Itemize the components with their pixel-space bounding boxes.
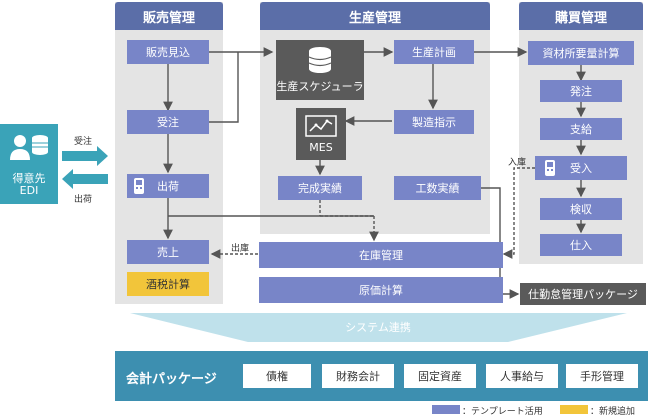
- legend-new-label: ：新規追加: [590, 407, 636, 417]
- mrp-box[interactable]: 資材所要量計算: [528, 41, 634, 65]
- purchase-order-box[interactable]: 発注: [540, 80, 622, 102]
- scheduler-label: 生産スケジューラ: [276, 80, 364, 93]
- out-label: 出庫: [231, 244, 250, 254]
- accounting-title: 会計パッケージ: [126, 372, 217, 387]
- inspection-box[interactable]: 検収: [540, 198, 622, 220]
- production-plan-box[interactable]: 生産計画: [394, 40, 474, 64]
- partner-edi: 得意先 EDI: [0, 124, 58, 204]
- shipment-label: 出荷: [157, 180, 179, 193]
- customer-icon: [10, 135, 48, 160]
- handheld-icon: [134, 178, 144, 194]
- purchase-header: 購買管理: [519, 2, 643, 30]
- shipment-box[interactable]: 出荷: [127, 174, 209, 198]
- receive-box[interactable]: 受入: [535, 156, 627, 180]
- payable-box[interactable]: 仕入: [540, 234, 622, 256]
- scheduler-box[interactable]: 生産スケジューラ: [276, 40, 364, 100]
- legend-template-label: ：テンプレート活用: [462, 407, 543, 417]
- module-financial[interactable]: 財務会計: [322, 364, 394, 388]
- order-in-label: 受注: [74, 137, 93, 147]
- mes-box[interactable]: MES: [296, 108, 346, 160]
- receive-label: 受入: [570, 162, 592, 175]
- ship-out-label: 出荷: [74, 195, 93, 205]
- supply-box[interactable]: 支給: [540, 118, 622, 140]
- module-fixed-assets[interactable]: 固定資産: [404, 364, 476, 388]
- sales-order-box[interactable]: 受注: [127, 110, 209, 134]
- manufacturing-instruction-box[interactable]: 製造指示: [394, 110, 474, 134]
- in-label: 入庫: [508, 158, 527, 168]
- handheld-icon: [545, 160, 555, 176]
- sales-forecast-box[interactable]: 販売見込: [127, 40, 209, 64]
- module-receivables[interactable]: 債権: [243, 364, 311, 388]
- monitor-chart-icon: [305, 114, 337, 137]
- costing-box[interactable]: 原価計算: [259, 277, 503, 303]
- mes-label: MES: [309, 140, 333, 154]
- liquor-tax-box[interactable]: 酒税計算: [127, 272, 209, 296]
- production-header: 生産管理: [260, 2, 490, 30]
- legend-new-swatch: [560, 405, 588, 414]
- sales-header: 販売管理: [115, 2, 223, 30]
- inventory-box[interactable]: 在庫管理: [259, 242, 503, 268]
- module-payroll[interactable]: 人事給与: [486, 364, 558, 388]
- legend-template-swatch: [432, 405, 460, 414]
- system-link-label: システム連携: [345, 321, 411, 334]
- completion-box[interactable]: 完成実績: [278, 176, 362, 200]
- database-icon: [308, 47, 332, 73]
- partner-line1: 得意先: [12, 172, 46, 185]
- partner-line2: EDI: [19, 184, 39, 197]
- sales-box[interactable]: 売上: [127, 240, 209, 264]
- module-notes[interactable]: 手形管理: [566, 364, 638, 388]
- work-hours-box[interactable]: 工数実績: [394, 176, 481, 200]
- attendance-box[interactable]: 仕勤怠管理パッケージ: [520, 283, 646, 305]
